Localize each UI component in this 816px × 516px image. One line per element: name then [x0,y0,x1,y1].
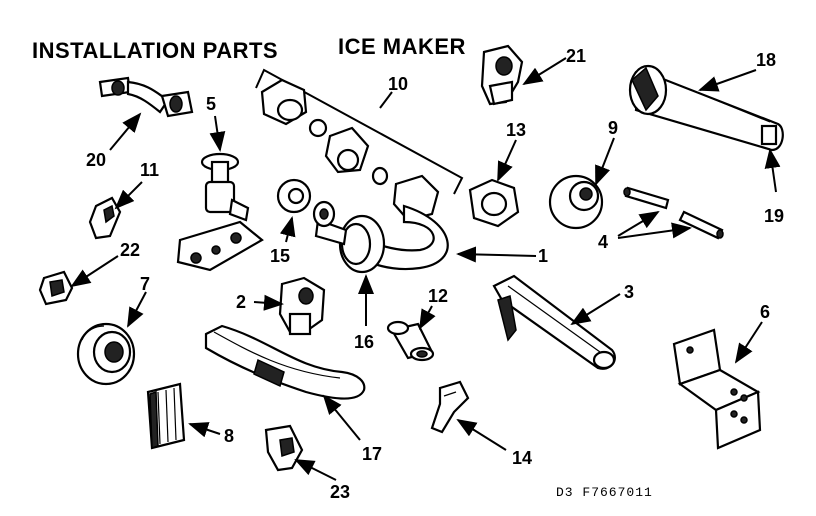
label-22: 22 [120,240,140,260]
leader-4b [617,222,692,239]
part-15-washer [276,178,312,214]
label-4: 4 [598,232,608,252]
title-installation-parts: INSTALLATION PARTS [32,38,278,63]
label-12: 12 [428,286,448,306]
leader-8 [188,422,221,438]
label-3: 3 [624,282,634,302]
label-11: 11 [140,160,159,180]
part-7-grommet [76,322,136,386]
part-9-grommet [548,174,604,230]
part-13-nut [468,178,520,228]
leader-4a [617,210,660,237]
part-23-clip [264,424,304,472]
leader-5 [209,115,226,152]
label-17: 17 [362,444,382,464]
label-19: 19 [764,206,784,226]
leader-13 [497,139,517,182]
leader-22 [70,255,119,288]
label-18: 18 [756,50,776,70]
part-6-bracket [672,328,762,450]
label-9: 9 [608,118,618,138]
leader-11 [114,181,143,210]
leader-17 [322,394,361,441]
part-22-clamp [38,270,74,306]
part-11-clip [88,196,122,240]
leader-3 [570,293,621,326]
label-20: 20 [86,150,106,170]
label-7: 7 [140,274,150,294]
leader-9 [595,137,615,186]
label-21: 21 [566,46,586,66]
label-6: 6 [760,302,770,322]
label-23: 23 [330,482,350,502]
part-17-curved-tube [204,324,366,400]
part-2-clamp [278,276,326,336]
label-10: 10 [388,74,408,94]
leader-6 [734,321,763,364]
leader-12 [419,305,436,330]
leader-10 [379,91,393,109]
label-16: 16 [354,332,374,352]
leader-21 [522,57,567,86]
leader-15 [279,216,296,243]
label-2: 2 [236,292,246,312]
label-5: 5 [206,94,216,114]
title-ice-maker: ICE MAKER [338,34,466,59]
part-1-bent-tube [312,200,449,274]
label-14: 14 [512,448,532,468]
part-12-sleeve [386,320,435,362]
part-8-pad [146,382,186,450]
leader-2 [253,294,284,311]
part-3-tube [492,274,616,370]
leader-19 [764,148,781,193]
leader-18 [698,69,757,92]
leader-1 [456,246,537,263]
part-4-pins [623,186,724,240]
part-18-tube [628,64,784,152]
drawing-code: D3 F7667011 [556,485,653,500]
label-8: 8 [224,426,234,446]
part-10-fittings [255,68,464,222]
leader-7 [127,291,147,328]
leader-20 [109,112,142,151]
part-21-clamp [480,44,524,106]
label-15: 15 [270,246,290,266]
label-13: 13 [506,120,526,140]
part-20-elbow-tube [98,76,194,118]
leader-23 [294,459,337,481]
label-1: 1 [538,246,548,266]
part-5-valve [176,152,264,272]
part-14-clip [430,380,470,434]
leader-14 [456,418,507,451]
